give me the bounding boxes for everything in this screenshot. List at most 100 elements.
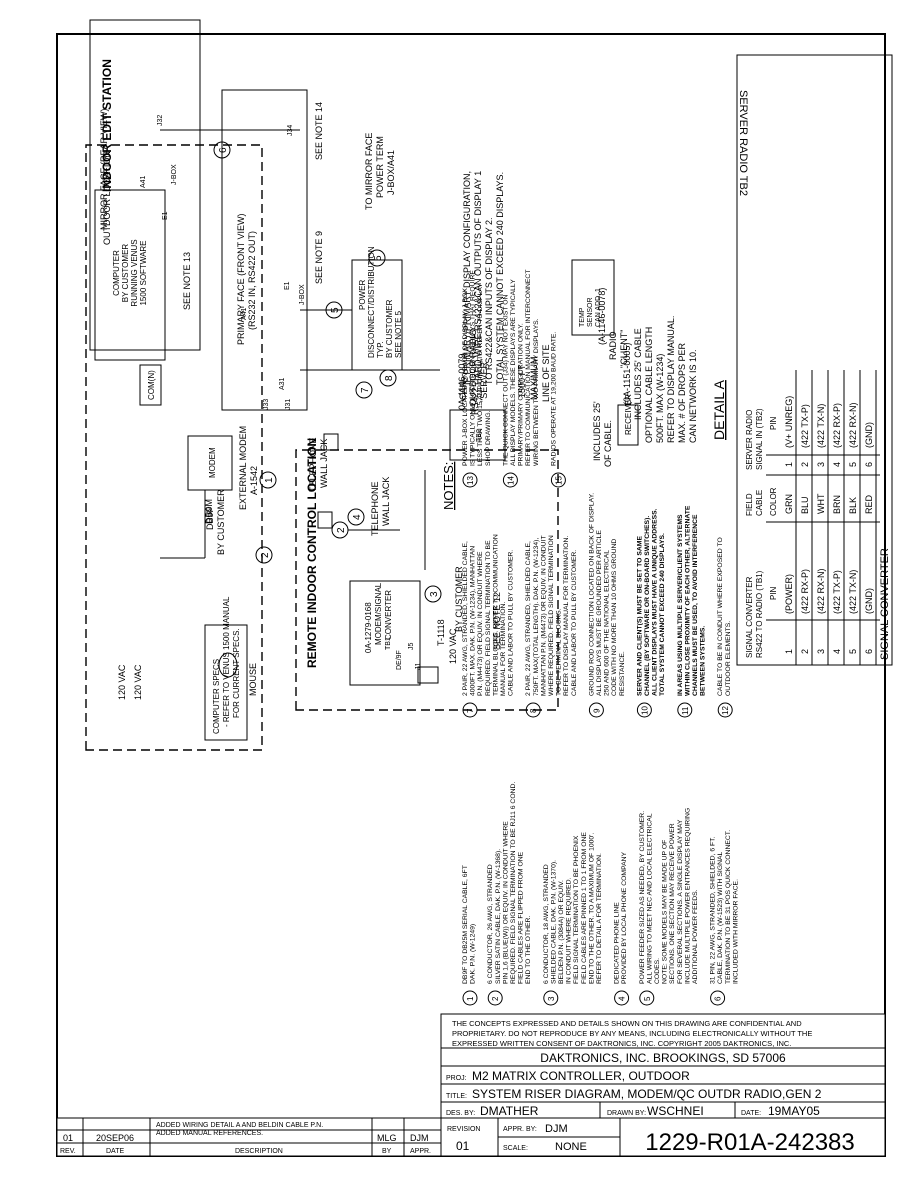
j32-label: J32	[157, 115, 164, 126]
callout-5	[368, 249, 386, 267]
callout-3	[424, 585, 442, 603]
note-text: GROUND ROD CONNECTION LOCATED ON BACK OF…	[588, 493, 625, 696]
callout-8-text: 8	[384, 375, 395, 381]
revision-block	[56, 1117, 442, 1157]
primary-face-label: PRIMARY FACE (FRONT VIEW)(RS232 IN, RS42…	[236, 213, 257, 345]
by-customer-label: BY CUSTOMER	[454, 566, 464, 632]
row-signal: (422 RX-P)	[800, 569, 810, 614]
primary-jbox: J-BOX	[299, 284, 306, 305]
remote-wall-jack	[317, 511, 333, 529]
appr-label: APPR. BY:	[503, 1126, 537, 1133]
callout-4-text: 4	[352, 514, 363, 520]
note-number: 14	[506, 476, 515, 485]
transformer-box	[417, 666, 439, 684]
drawing-title: SYSTEM RISER DIAGRAM, MODEM/QC OUTDR RAD…	[472, 1087, 822, 1101]
row-pin-2: 3	[816, 462, 826, 467]
vac-label-2: 120 VAC	[133, 664, 143, 700]
row-color: GRN	[784, 494, 794, 514]
note-item: 82 PAIR, 22 AWG, STRANDED, SHIELDED CABL…	[525, 535, 578, 718]
converter-box	[349, 580, 421, 686]
detail-a-table	[736, 54, 893, 666]
project-name: M2 MATRIX CONTROLLER, OUTDOOR	[472, 1069, 690, 1083]
note-text: SERVER AND CLIENT(S) MUST BE SET TO SAME…	[636, 508, 666, 696]
see-note-12: SEE NOTE 12	[492, 592, 502, 650]
server-radio-label: 0A-1146-0079OUTDOOR RADIO"SERVER"	[457, 329, 489, 410]
col-server-1: SERVER RADIO	[745, 410, 754, 470]
mirror-face-box	[89, 19, 201, 351]
mouse-icon	[218, 652, 238, 678]
vac-label-1: 120 VAC	[117, 664, 127, 700]
row-pin: 4	[832, 649, 842, 654]
designer: DMATHER	[480, 1104, 539, 1118]
client-radio-label: (A-1146-0078)RADIO"CLIENT"	[597, 288, 629, 368]
remote-location-frame	[295, 449, 559, 711]
callout-5-text: 5	[373, 255, 384, 261]
row-signal-2: (422 RX-P)	[832, 403, 842, 448]
col-server-2: SIGNAL IN (TB2)	[755, 408, 764, 470]
note-number-circle	[710, 990, 726, 1006]
ext-modem-label: EXTERNAL MODEMA-1542	[238, 426, 259, 510]
scale-label: SCALE:	[503, 1145, 528, 1152]
primary-e1: E1	[284, 281, 291, 290]
mouse-label: MOUSE	[248, 663, 258, 696]
server-radio-box	[449, 409, 506, 461]
a31-label: A31	[279, 377, 286, 390]
row-signal-2: (422 RX-N)	[848, 402, 858, 448]
to-mirror-face: TO MIRROR FACEPOWER TERMJ-BOX/A41	[364, 133, 396, 210]
callout-6	[213, 141, 231, 159]
j5-label: J5	[408, 643, 415, 651]
callout-2-indoor-text: 2	[260, 552, 271, 558]
date-label: DATE:	[741, 1110, 761, 1117]
converter-label: 0A-1279-0168MODEM/SIGNALCONVERTER	[364, 582, 393, 653]
modem-label: MODEM	[208, 447, 217, 478]
callout-1	[259, 471, 277, 489]
row-color: BLU	[800, 496, 810, 514]
note-number-circle	[636, 702, 652, 718]
row-color: RED	[864, 494, 874, 514]
callout-3-text: 3	[429, 591, 440, 597]
note-number: 11	[681, 706, 690, 715]
rev-header-appr: APPR.	[410, 1148, 431, 1155]
mirror-a41: A41	[140, 175, 147, 188]
note-number-circle	[543, 990, 559, 1006]
drawn-label: DRAWN BY:	[607, 1110, 646, 1117]
primary-config-note: IF PRIMARY/PRIMARY DISPLAY CONFIGURATION…	[462, 171, 505, 385]
remote-wall-jack-label: TELEPHONEWALL JACK	[370, 477, 391, 536]
col-converter-2: RS422 TO RADIO (TB1)	[755, 570, 764, 658]
row-pin: 3	[816, 649, 826, 654]
col-field-2: CABLE	[755, 490, 764, 516]
rev-row-date: 20SEP06	[96, 1133, 134, 1143]
note-text: CABLE TO BE IN CONDUIT WHERE EXPOSED TOO…	[717, 537, 732, 696]
company-name: DAKTRONICS, INC. BROOKINGS, SD 57006	[540, 1051, 786, 1065]
db9f-label: DB9F	[205, 506, 215, 530]
confidential-notice: THE CONCEPTS EXPRESSED AND DETAILS SHOWN…	[452, 1019, 812, 1048]
row-pin: 6	[864, 649, 874, 654]
j1-label: J1	[415, 663, 422, 671]
note-text: POWER FEEDER SIZED AS NEEDED, BY CUSTOME…	[639, 808, 699, 984]
modem-box	[187, 435, 233, 491]
outdoor-location-label: OUTDOOR LOCATION	[102, 151, 112, 245]
row-signal: (422 TX-N)	[848, 570, 858, 614]
see-note-14: SEE NOTE 14	[314, 102, 324, 160]
title-block	[440, 1013, 886, 1157]
drawing-number: 1229-R01A-242383	[645, 1129, 855, 1156]
row-pin-2: 6	[864, 462, 874, 467]
proj-label: PROJ:	[446, 1075, 467, 1082]
note-number-circle	[614, 990, 630, 1006]
note-text: DB9F TO DB25M SERIAL CABLE, 6FTDAK. P.N.…	[462, 865, 477, 984]
note-text: 6 CONDUCTOR, 26 AWG, STRANDEDSILVER SATI…	[487, 782, 532, 984]
note-text: 6 CONDUCTOR, 18 AWG, STRANDEDSHIELDED CA…	[543, 832, 603, 984]
title-label: TITLE:	[446, 1093, 467, 1100]
note-number-circle	[487, 990, 503, 1006]
scale-value: NONE	[555, 1141, 587, 1153]
row-signal: (422 TX-P)	[832, 570, 842, 614]
